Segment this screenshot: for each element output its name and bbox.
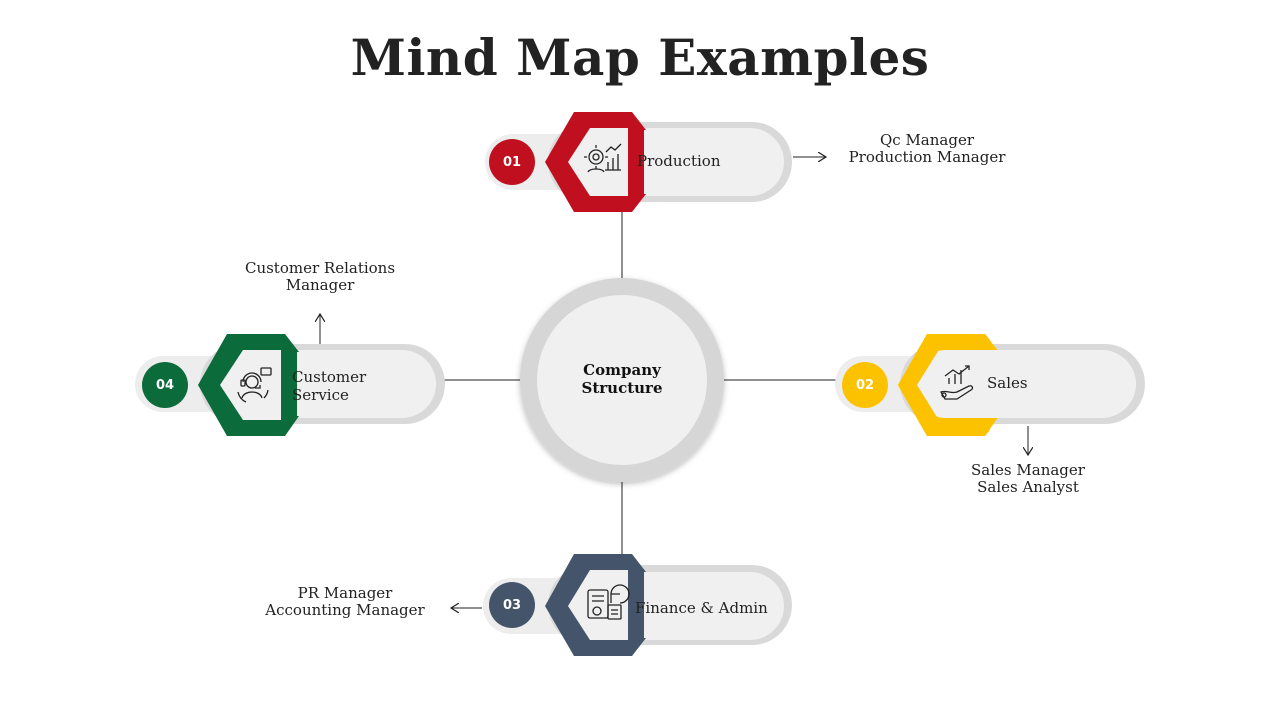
note-sales-analyst: Sales Analyst: [977, 478, 1079, 496]
note-qc-manager: Qc Manager: [879, 131, 975, 149]
node-finance: [483, 554, 792, 656]
node-label-sales: Sales: [987, 374, 1028, 392]
center-label: Company Structure: [542, 361, 702, 397]
node-label-customer-line1: Customer: [292, 368, 367, 386]
badge-04: 04: [155, 377, 175, 393]
page-title: Mind Map Examples: [350, 28, 930, 87]
center-label-line2: Structure: [581, 379, 663, 397]
note-production-manager: Production Manager: [848, 148, 1006, 166]
note-manager: Manager: [285, 276, 355, 294]
node-label-production: Production: [637, 152, 721, 170]
note-pr-manager: PR Manager: [297, 584, 393, 602]
center-label-line1: Company: [583, 361, 661, 379]
badge-01: 01: [502, 154, 522, 170]
node-label-customer-service: Customer Service: [292, 368, 366, 404]
customer-service-headset-icon: [237, 367, 272, 403]
notes-customer-service: Customer Relations Manager: [225, 260, 415, 294]
node-production: [485, 112, 792, 212]
node-customer-service: [135, 334, 445, 436]
node-label-customer-line2: Service: [292, 386, 349, 404]
notes-production: Qc Manager Production Manager: [832, 132, 1022, 166]
finance-document-calculator-icon: [587, 584, 630, 620]
notes-sales: Sales Manager Sales Analyst: [943, 462, 1113, 496]
center-node: [520, 278, 724, 482]
note-customer-relations: Customer Relations: [244, 259, 396, 277]
node-label-finance: Finance & Admin: [635, 599, 768, 617]
note-sales-manager: Sales Manager: [971, 461, 1085, 479]
notes-finance: PR Manager Accounting Manager: [250, 585, 440, 619]
note-accounting-manager: Accounting Manager: [265, 601, 425, 619]
badge-02: 02: [855, 377, 875, 393]
badge-03: 03: [502, 597, 522, 613]
production-gear-chart-icon: [584, 143, 622, 173]
sales-hand-chart-icon: [940, 365, 974, 400]
